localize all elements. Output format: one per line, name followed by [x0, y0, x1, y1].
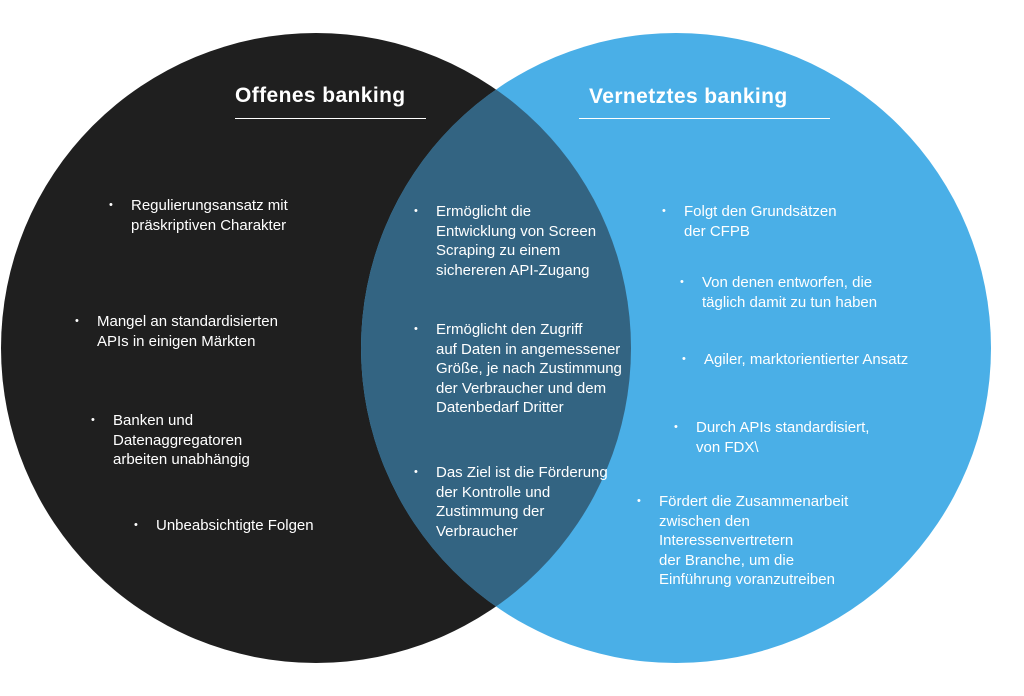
- item-line: Mangel an standardisierten: [97, 313, 278, 330]
- item-line: Unbeabsichtigte Folgen: [156, 517, 314, 534]
- item-line: Fördert die Zusammenarbeit: [659, 493, 849, 510]
- open-banking-title-underline: [235, 118, 426, 119]
- open-banking-point-1: • Regulierungsansatz mit präskriptiven C…: [109, 196, 288, 235]
- bullet-icon: •: [109, 199, 113, 211]
- connected-banking-point-3: • Agiler, marktorientierter Ansatz: [682, 350, 909, 370]
- item-line: Folgt den Grundsätzen: [684, 203, 837, 220]
- overlap-region: [361, 33, 631, 663]
- item-line: Datenbedarf Dritter: [436, 399, 564, 416]
- item-line: präskriptiven Charakter: [131, 216, 287, 234]
- item-line: von FDX\: [696, 438, 759, 456]
- item-line: der Verbraucher und dem: [436, 379, 607, 397]
- item-line: APIs in einigen Märkten: [97, 332, 256, 350]
- bullet-icon: •: [637, 495, 641, 507]
- item-line: Interessenvertretern: [659, 532, 794, 549]
- connected-banking-point-5: • Fördert die Zusammenarbeit zwischen de…: [637, 492, 849, 590]
- item-line: täglich damit zu tun haben: [702, 293, 878, 311]
- shared-point-2: • Ermöglicht den Zugriff auf Daten in an…: [414, 320, 622, 418]
- bullet-icon: •: [680, 276, 684, 288]
- bullet-icon: •: [662, 205, 666, 217]
- bullet-icon: •: [75, 315, 79, 327]
- connected-banking-point-2: • Von denen entworfen, die täglich damit…: [680, 273, 878, 312]
- open-banking-title: Offenes banking: [235, 84, 406, 107]
- item-line: Regulierungsansatz mit: [131, 197, 288, 214]
- open-banking-point-4: • Unbeabsichtigte Folgen: [134, 516, 314, 536]
- item-line: arbeiten unabhängig: [113, 451, 250, 468]
- item-line: Größe, je nach Zustimmung: [436, 360, 622, 377]
- item-line: Datenaggregatoren: [113, 431, 243, 449]
- item-line: Ermöglicht den Zugriff: [436, 321, 583, 338]
- item-line: Banken und: [113, 412, 194, 429]
- item-line: zwischen den: [659, 512, 750, 530]
- item-line: der CFPB: [684, 222, 750, 240]
- connected-banking-point-4: • Durch APIs standardisiert, von FDX\: [674, 418, 870, 457]
- connected-banking-point-1: • Folgt den Grundsätzen der CFPB: [662, 202, 837, 241]
- open-banking-point-2: • Mangel an standardisierten APIs in ein…: [75, 312, 278, 351]
- bullet-icon: •: [134, 519, 138, 531]
- item-line: Das Ziel ist die Förderung: [436, 464, 608, 481]
- item-line: Entwicklung von Screen: [436, 222, 597, 240]
- item-line: der Kontrolle und: [436, 483, 551, 501]
- item-line: Zustimmung der: [436, 503, 545, 520]
- bullet-icon: •: [414, 466, 418, 478]
- bullet-icon: •: [682, 353, 686, 365]
- bullet-icon: •: [414, 323, 418, 335]
- bullet-icon: •: [414, 205, 418, 217]
- item-line: Einführung voranzutreiben: [659, 571, 835, 588]
- item-line: sichereren API-Zugang: [436, 261, 590, 279]
- item-line: Agiler, marktorientierter Ansatz: [704, 351, 909, 368]
- item-line: Verbraucher: [436, 522, 518, 540]
- item-line: Durch APIs standardisiert,: [696, 419, 870, 436]
- bullet-icon: •: [674, 421, 678, 433]
- open-banking-point-3: • Banken und Datenaggregatoren arbeiten …: [91, 411, 250, 470]
- bullet-icon: •: [91, 414, 95, 426]
- connected-banking-title: Vernetztes banking: [589, 85, 788, 108]
- item-line: auf Daten in angemessener: [436, 340, 621, 358]
- shared-point-3: • Das Ziel ist die Förderung der Kontrol…: [414, 463, 608, 541]
- item-line: Ermöglicht die: [436, 203, 532, 220]
- item-line: Von denen entworfen, die: [702, 274, 873, 291]
- item-line: der Branche, um die: [659, 551, 795, 569]
- item-line: Scraping zu einem: [436, 242, 561, 259]
- shared-point-1: • Ermöglicht die Entwicklung von Screen …: [414, 202, 597, 280]
- connected-banking-title-underline: [579, 118, 830, 119]
